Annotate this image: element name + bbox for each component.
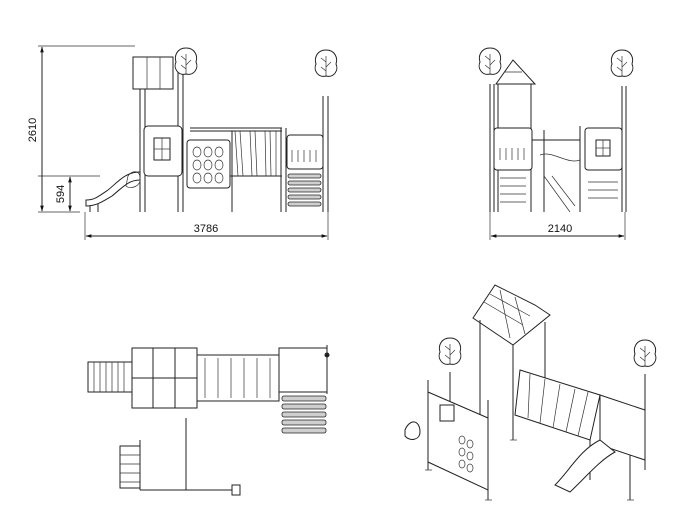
dimension-label-platform-height: 594	[55, 185, 67, 203]
front-elevation-view: 2610 594 3786	[27, 45, 338, 240]
plan-view	[87, 345, 330, 496]
dimension-front-height: 2610	[27, 46, 44, 212]
dimension-label-front-height: 2610	[27, 118, 39, 142]
dimension-front-width: 3786	[85, 223, 328, 238]
isometric-view	[404, 284, 657, 501]
dimension-label-side-width: 2140	[548, 223, 572, 235]
side-elevation-view: 2140	[478, 47, 634, 240]
dimension-side-width: 2140	[490, 223, 625, 238]
dimension-platform-height: 594	[55, 176, 72, 212]
dimension-label-front-width: 3786	[194, 223, 218, 235]
